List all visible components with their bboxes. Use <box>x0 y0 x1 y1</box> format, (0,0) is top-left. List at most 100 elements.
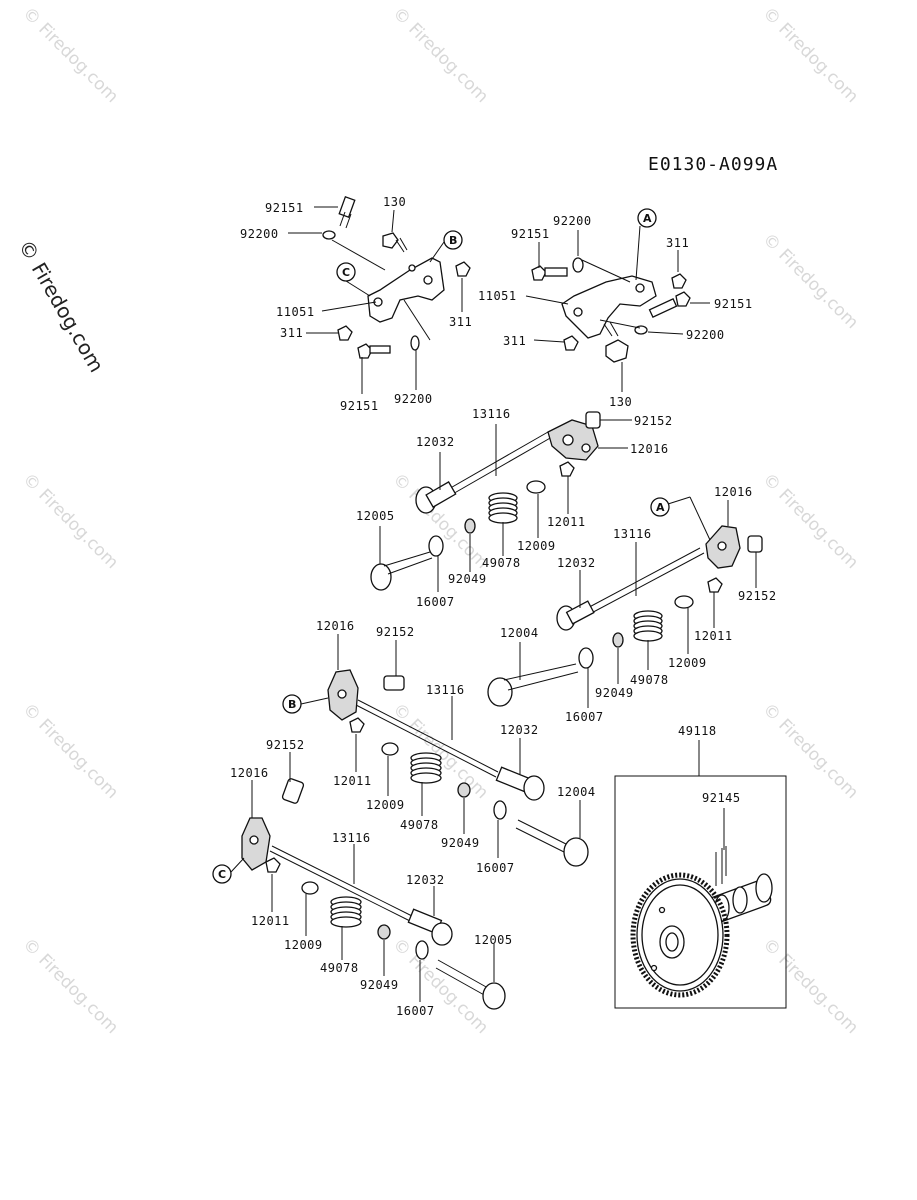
upper-right-bracket-assembly: A 92200 92151 311 11051 92151 92200 311 … <box>478 208 753 409</box>
part-label: 92200 <box>686 328 725 342</box>
valve <box>482 982 506 1010</box>
washer <box>322 230 336 240</box>
washer <box>428 535 444 557</box>
valve <box>563 837 589 867</box>
watermark: © Firedog.com <box>758 699 862 803</box>
nut <box>563 335 579 351</box>
part-label: 92200 <box>394 392 433 406</box>
part-label: 12011 <box>333 774 372 788</box>
watermark: © Firedog.com <box>388 934 492 1038</box>
washer <box>578 647 594 669</box>
part-label: 12004 <box>557 785 596 799</box>
bolt <box>648 291 691 318</box>
part-label: 12032 <box>416 435 455 449</box>
bolt <box>531 265 568 281</box>
diagram-code: E0130-A099A <box>648 154 778 175</box>
part-label: 49078 <box>320 961 359 975</box>
nut <box>707 577 723 593</box>
rocker-bracket <box>561 275 657 339</box>
valve-spring <box>410 752 442 784</box>
tappet <box>431 922 453 946</box>
watermark: © Firedog.com <box>758 469 862 573</box>
part-label: 12016 <box>316 619 355 633</box>
part-label: 92049 <box>448 572 487 586</box>
part-label: 12009 <box>517 539 556 553</box>
watermark: © Firedog.com <box>18 3 122 107</box>
watermark: © Firedog.com <box>758 3 862 107</box>
sleeve <box>383 675 405 691</box>
part-label: 311 <box>503 334 526 348</box>
ref-b: B <box>449 234 457 247</box>
watermark: © Firedog.com <box>18 934 122 1038</box>
part-label: 49118 <box>678 724 717 738</box>
part-label: 12005 <box>474 933 513 947</box>
part-label: 92151 <box>714 297 753 311</box>
part-label: 12009 <box>284 938 323 952</box>
watermark: © Firedog.com <box>758 934 862 1038</box>
part-label: 12016 <box>230 766 269 780</box>
part-label: 16007 <box>565 710 604 724</box>
bolt <box>338 195 356 229</box>
part-label: 12011 <box>694 629 733 643</box>
valve-train-group-2: A 12016 13116 12032 92152 12004 12011 12… <box>487 485 777 724</box>
part-label: 92049 <box>360 978 399 992</box>
part-label: 12011 <box>251 914 290 928</box>
valve-spring <box>330 896 362 928</box>
cam-gear <box>630 872 730 998</box>
valve-train-group-3: B 12016 92152 13116 12032 12011 12009 12… <box>282 619 596 875</box>
nut <box>559 461 575 477</box>
watermark: © Firedog.com <box>388 699 492 803</box>
part-label: 92151 <box>265 201 304 215</box>
part-label: 13116 <box>472 407 511 421</box>
part-label: 12009 <box>366 798 405 812</box>
part-label: 12032 <box>500 723 539 737</box>
part-label: 16007 <box>396 1004 435 1018</box>
part-label: 49078 <box>400 818 439 832</box>
side-watermark: © Firedog.com <box>14 236 109 377</box>
part-label: 11051 <box>478 289 517 303</box>
sleeve <box>747 535 763 553</box>
upper-left-bracket-assembly: B C 92151 92200 130 11051 311 311 92151 … <box>240 195 472 413</box>
spring-pin <box>715 846 727 886</box>
camshaft-assembly: 49118 92145 <box>614 724 787 1009</box>
part-label: 49078 <box>630 673 669 687</box>
part-label: 12032 <box>406 873 445 887</box>
part-label: 92049 <box>441 836 480 850</box>
washer <box>493 800 507 820</box>
retainer <box>526 480 546 494</box>
part-label: 311 <box>449 315 472 329</box>
ref-b: B <box>288 698 296 711</box>
rocker-bracket <box>367 257 445 323</box>
part-label: 130 <box>383 195 406 209</box>
part-label: 92145 <box>702 791 741 805</box>
part-label: 92152 <box>634 414 673 428</box>
valve <box>370 563 392 591</box>
valve-spring <box>488 492 518 524</box>
part-label: 12009 <box>668 656 707 670</box>
sleeve <box>585 411 601 429</box>
part-label: 13116 <box>426 683 465 697</box>
valve-train-group-4: C 92152 12016 13116 12032 12011 12009 12… <box>212 738 513 1018</box>
part-label: 16007 <box>476 861 515 875</box>
nut <box>671 273 687 289</box>
watermark: © Firedog.com <box>18 699 122 803</box>
watermark: © Firedog.com <box>758 229 862 333</box>
part-label: 92152 <box>266 738 305 752</box>
part-label: 311 <box>666 236 689 250</box>
ref-c: C <box>218 868 226 881</box>
sleeve <box>281 778 305 804</box>
part-label: 130 <box>609 395 632 409</box>
retainer <box>381 742 399 756</box>
part-label: 12004 <box>500 626 539 640</box>
ref-a: A <box>656 501 665 514</box>
part-label: 92200 <box>553 214 592 228</box>
washer <box>410 335 420 351</box>
washer <box>572 257 584 273</box>
watermark: © Firedog.com <box>388 3 492 107</box>
part-label: 92152 <box>738 589 777 603</box>
nut <box>455 261 471 277</box>
nut <box>337 325 353 341</box>
part-label: 311 <box>280 326 303 340</box>
stud <box>382 232 408 253</box>
valve-seal <box>612 632 624 648</box>
